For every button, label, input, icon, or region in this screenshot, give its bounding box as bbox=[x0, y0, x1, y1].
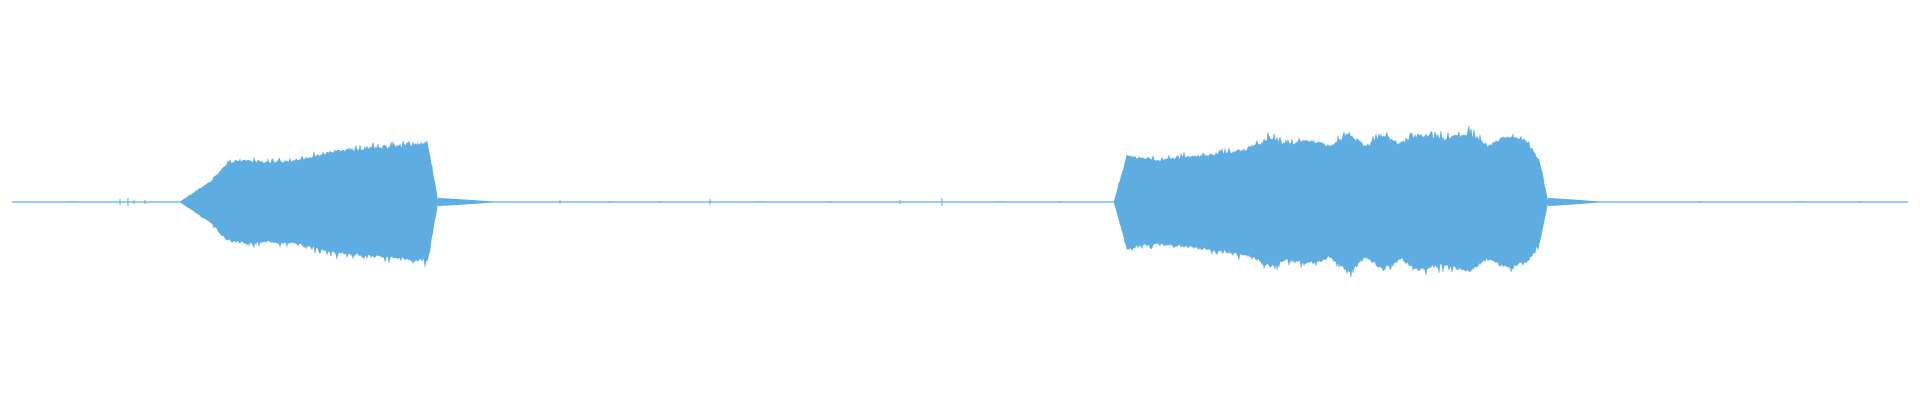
sound-segment-1-tail bbox=[438, 198, 498, 206]
waveform-noise bbox=[71, 198, 1861, 206]
sound-segment-2 bbox=[1113, 125, 1549, 278]
waveform-segments bbox=[179, 125, 1604, 278]
sound-segment-2-tail bbox=[1548, 198, 1604, 206]
sound-segment-1 bbox=[179, 140, 439, 268]
